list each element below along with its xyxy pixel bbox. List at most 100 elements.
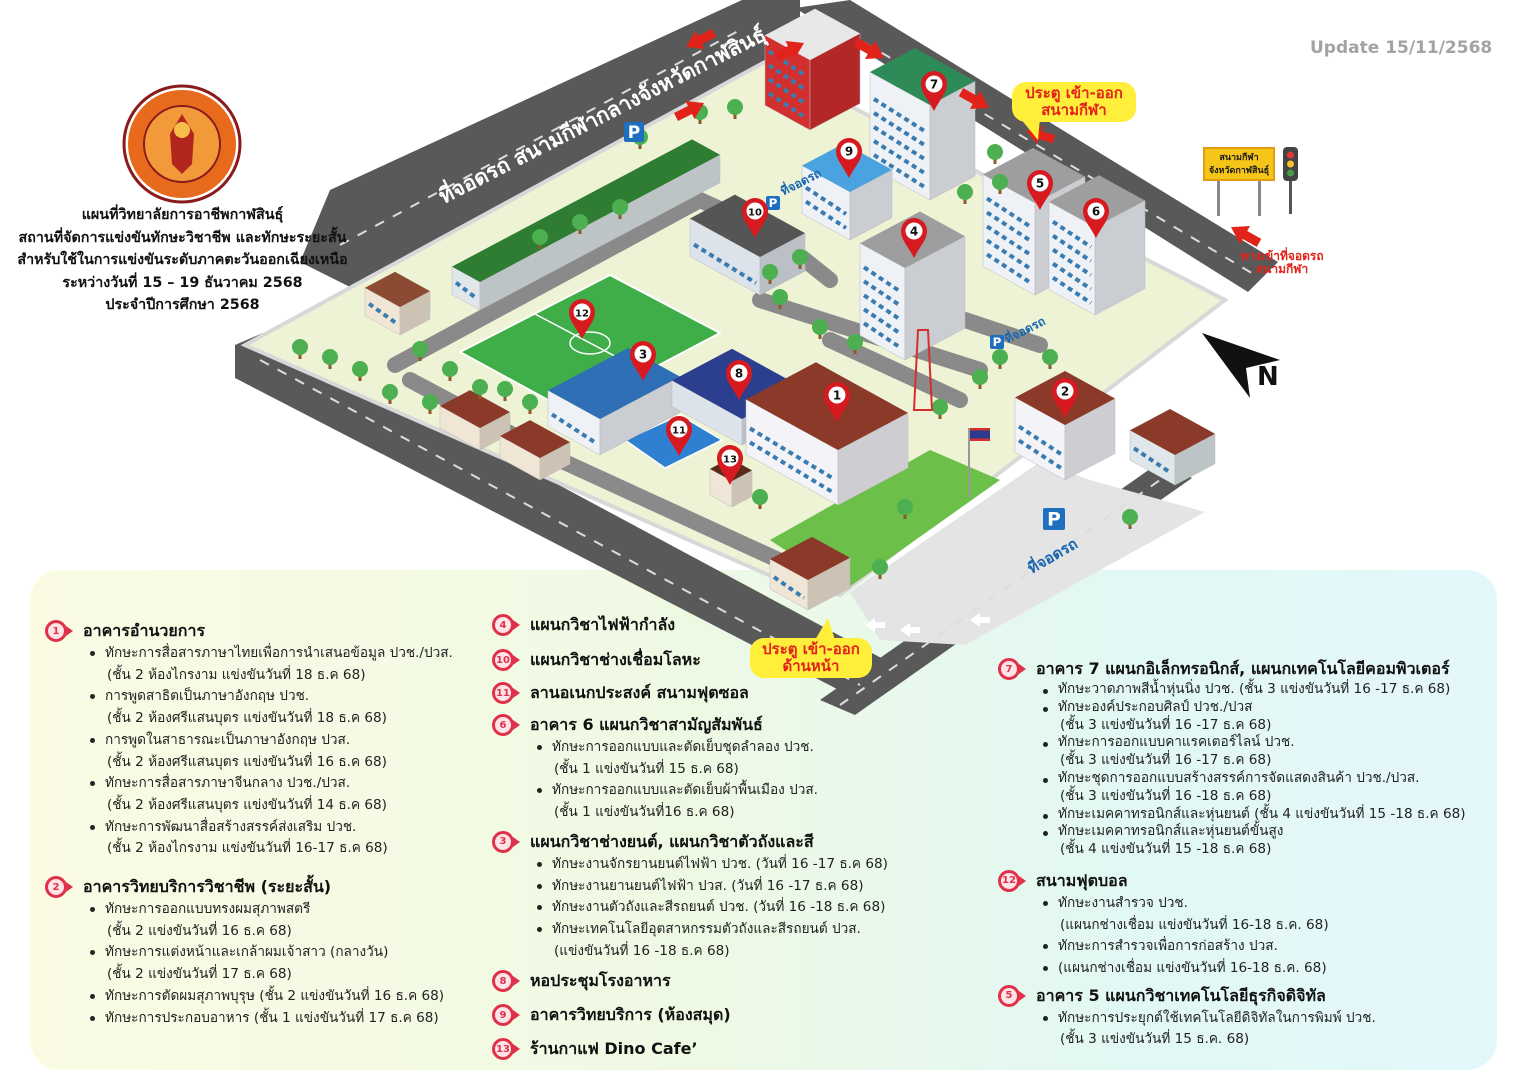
stadium-gate-callout: ประตู เข้า-ออก สนามกีฬา bbox=[1012, 82, 1136, 122]
location-name: แผนกวิชาไฟฟ้ากำลัง bbox=[530, 615, 676, 634]
flag-stripe bbox=[970, 438, 990, 441]
white-direction-arrow-icon bbox=[970, 613, 990, 627]
competition-venue-date: (ชั้น 2 ห้องศรีแสนบุตร แข่งขันวันที่ 16 … bbox=[107, 753, 387, 770]
competition-venue-date: (ชั้น 3 แข่งขันวันที่ 16 -17 ธ.ค 68) bbox=[1060, 716, 1272, 733]
building-7-windows bbox=[872, 139, 928, 176]
competition-name: ทักษะการประกอบอาหาร (ชั้น 1 แข่งขันวันที… bbox=[105, 1009, 439, 1026]
map-pin-number: 7 bbox=[930, 78, 938, 92]
building-9-windows bbox=[804, 199, 848, 230]
competition-item: ทักษะงานจักรยานยนต์ไฟฟ้า ปวช. (วันที่ 16… bbox=[537, 854, 984, 876]
competition-venue-date: (ชั้น 1 แข่งขันวันที่16 ธ.ค 68) bbox=[554, 804, 735, 821]
building-9-windows bbox=[804, 185, 848, 216]
house-roof bbox=[365, 271, 430, 307]
stadium-sign: สนามกีฬา จังหวัดกาฬสินธุ์ bbox=[1203, 147, 1275, 181]
competition-name: ทักษะเทคโนโลยีอุตสาหกรรมตัวถังและสีรถยนต… bbox=[552, 920, 861, 937]
map-pin-number: 4 bbox=[910, 225, 918, 239]
building-7-roof bbox=[870, 48, 975, 105]
competition-venue-date: (ชั้น 3 แข่งขันวันที่ 15 ธ.ค. 68) bbox=[1060, 1031, 1250, 1048]
location-number-badge: 11 bbox=[492, 682, 520, 704]
road-arrow-icon bbox=[958, 88, 989, 109]
competition-name: ทักษะการสื่อสารภาษาไทยเพื่อการนำเสนอข้อม… bbox=[105, 645, 453, 661]
row-houses-roof bbox=[452, 139, 720, 282]
parking-icon bbox=[766, 196, 780, 210]
competition-list: ทักษะงานสำรวจ ปวช.(แผนกช่างเชื่อม แข่งขั… bbox=[998, 893, 1498, 980]
competition-venue-date: (ชั้น 2 แข่งขันวันที่ 17 ธ.ค 68) bbox=[107, 966, 292, 983]
campus-road bbox=[822, 332, 968, 408]
competition-item: ทักษะงานยานยนต์ไฟฟ้า ปวส. (วันที่ 16 -17… bbox=[537, 876, 984, 898]
map-pin-number: 13 bbox=[723, 455, 737, 466]
competition-list: ทักษะงานจักรยานยนต์ไฟฟ้า ปวช. (วันที่ 16… bbox=[492, 854, 984, 963]
callout-line: สนามกีฬา bbox=[1041, 101, 1107, 119]
tree-icon bbox=[1122, 509, 1138, 525]
competition-name: ทักษะงานจักรยานยนต์ไฟฟ้า ปวช. (วันที่ 16… bbox=[552, 855, 888, 872]
competition-name: (แผนกช่างเชื่อม แข่งขันวันที่ 16-18 ธ.ค.… bbox=[1058, 960, 1327, 977]
tree-icon bbox=[932, 399, 948, 415]
building-7-windows bbox=[872, 97, 928, 134]
competition-list: ทักษะการสื่อสารภาษาไทยเพื่อการนำเสนอข้อม… bbox=[45, 643, 485, 860]
house-windows bbox=[367, 302, 398, 325]
tree-icon bbox=[382, 384, 398, 400]
tree-icon bbox=[472, 379, 488, 395]
lane-marking bbox=[839, 472, 1171, 706]
header-dates: ระหว่างวันที่ 15 – 19 ธันวาคม 2568 bbox=[62, 274, 303, 291]
college-logo bbox=[122, 84, 242, 204]
building-4-windows bbox=[862, 293, 903, 322]
location-name: สนามฟุตบอล bbox=[1036, 870, 1128, 890]
map-pin-number: 3 bbox=[639, 348, 647, 362]
building-10-windows bbox=[692, 242, 758, 285]
callout-line: ด้านหน้า bbox=[782, 657, 840, 675]
competition-venue-date: (ชั้น 2 แข่งขันวันที่ 16 ธ.ค 68) bbox=[107, 922, 292, 939]
entry-line: ทางเข้าที่จอดรถ bbox=[1240, 249, 1324, 263]
header-line: สำหรับใช้ในการแข่งขันระดับภาคตะวันออกเฉี… bbox=[17, 252, 348, 269]
road-arrow-icon bbox=[674, 101, 704, 121]
competition-item: การพูดสาธิตเป็นภาษาอังกฤษ ปวช.(ชั้น 2 ห้… bbox=[90, 686, 485, 729]
location-number-badge: 4 bbox=[492, 614, 520, 636]
callout-pointer bbox=[815, 618, 835, 640]
competition-item: ทักษะการสำรวจเพื่อการก่อสร้าง ปวส. bbox=[1043, 936, 1498, 958]
north-arrow-icon bbox=[1202, 333, 1280, 398]
location-number-badge: 5 bbox=[998, 984, 1026, 1007]
competition-list: ทักษะการออกแบบและตัดเย็บชุดลำลอง ปวช.(ชั… bbox=[492, 737, 984, 824]
map-pin-center bbox=[905, 222, 923, 240]
radio-tower-icon bbox=[912, 329, 934, 411]
location-number-badge: 9 bbox=[492, 1004, 520, 1027]
location-name: หอประชุมโรงอาหาร bbox=[530, 971, 671, 991]
parking-entry-label: ทางเข้าที่จอดรถ สนามกีฬา bbox=[1232, 250, 1332, 276]
tree-icon bbox=[972, 369, 988, 385]
competition-name: ทักษะการออกแบบและตัดเย็บผ้าพื้นเมือง ปวส… bbox=[552, 782, 818, 799]
tree-icon bbox=[992, 349, 1008, 365]
road-arrow-icon bbox=[774, 41, 804, 61]
competition-name: ทักษะการออกแบบทรงผมสุภาพสตรี bbox=[105, 901, 311, 918]
sign-line: จังหวัดกาฬสินธุ์ bbox=[1208, 166, 1270, 176]
map-pin-center bbox=[573, 303, 591, 321]
tree-icon bbox=[957, 184, 973, 200]
competition-venue-date: (ชั้น 1 แข่งขันวันที่ 15 ธ.ค 68) bbox=[554, 760, 739, 777]
location-number-badge: 12 bbox=[998, 869, 1026, 892]
map-pin-center bbox=[746, 202, 764, 220]
competition-name: ทักษะการสื่อสารภาษาจีนกลาง ปวช./ปวส. bbox=[105, 775, 351, 792]
competition-name: ทักษะเมคคาทรอนิกส์และหุ่นยนต์ขั้นสูง bbox=[1058, 823, 1284, 840]
building-7-windows bbox=[872, 125, 928, 162]
tree-icon bbox=[442, 361, 458, 377]
flag-stripe bbox=[970, 428, 990, 431]
tree-icon bbox=[322, 349, 338, 365]
competition-item: ทักษะการออกแบบและตัดเย็บชุดลำลอง ปวช.(ชั… bbox=[537, 737, 984, 780]
garage-east-windows bbox=[1132, 446, 1173, 475]
building-6-windows bbox=[1051, 220, 1093, 249]
white-direction-arrow-icon bbox=[900, 623, 920, 637]
parking-icon bbox=[1043, 508, 1065, 530]
tree-icon bbox=[897, 499, 913, 515]
competition-item: ทักษะงานตัวถังและสีรถยนต์ ปวช. (วันที่ 1… bbox=[537, 897, 984, 919]
location-name: แผนกวิชาช่างยนต์, แผนกวิชาตัวถังและสี bbox=[530, 831, 814, 851]
building-7-windows bbox=[872, 111, 928, 148]
front-gate-callout: ประตู เข้า-ออก ด้านหน้า bbox=[750, 638, 872, 678]
